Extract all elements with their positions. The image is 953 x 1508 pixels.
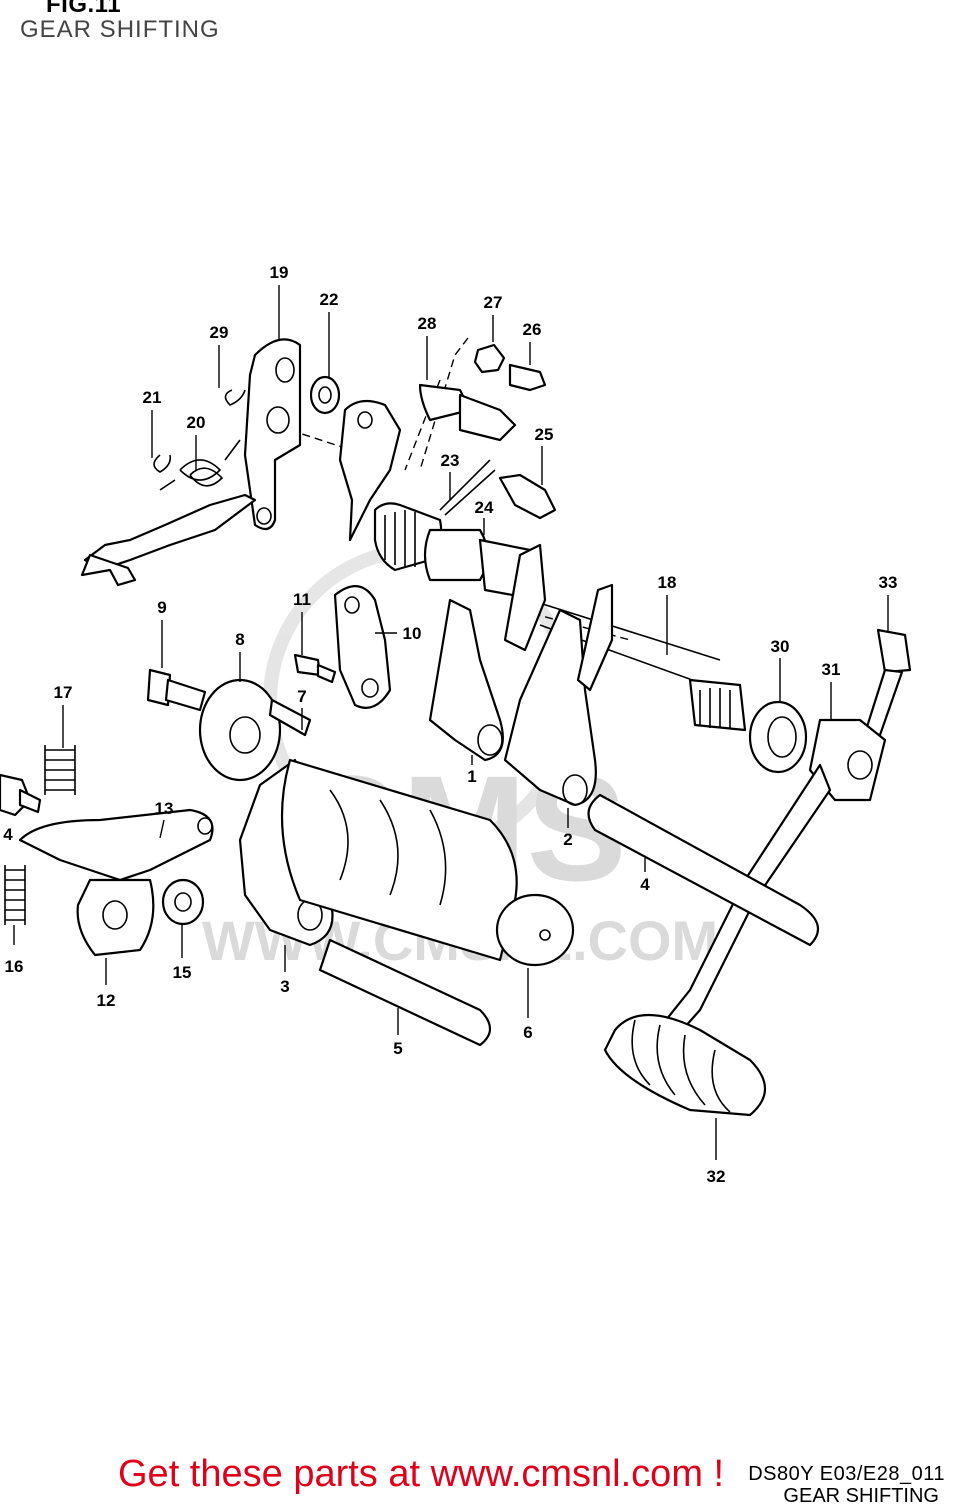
callout-19: 19	[270, 263, 289, 282]
callout-5: 5	[393, 1039, 402, 1058]
callout-30: 30	[771, 637, 790, 656]
part-27-nut	[473, 343, 506, 374]
callout-6: 6	[523, 1023, 532, 1042]
callout-3: 3	[280, 977, 289, 996]
model-subtitle: GEAR SHIFTING	[783, 1485, 939, 1507]
callout-18: 18	[658, 573, 677, 592]
callout-labels: 19 22 27 28 26 29 21 20 25 23 24 18 33 9…	[3, 263, 897, 1186]
part-11-pin	[293, 653, 337, 684]
part-25-bolt	[498, 473, 557, 520]
leader-lines	[13, 285, 889, 1160]
part-20-spring	[159, 439, 241, 491]
callout-20: 20	[187, 413, 206, 432]
callout-23: 23	[441, 451, 460, 470]
part-16-spring	[4, 865, 26, 925]
part-15-washer	[161, 878, 205, 926]
figure-number: FIG.11	[46, 0, 122, 18]
callout-22: 22	[320, 290, 339, 309]
callout-8: 8	[235, 630, 244, 649]
part-33-bolt	[864, 628, 912, 737]
callout-1: 1	[467, 767, 476, 786]
callout-10: 10	[403, 624, 422, 643]
callout-17: 17	[54, 683, 73, 702]
model-code: DS80Y E03/E28_011	[748, 1463, 945, 1485]
part-9-screw	[146, 668, 207, 712]
part-2-gearshift-fork	[503, 583, 614, 807]
callout-26: 26	[523, 320, 542, 339]
callout-27: 27	[484, 293, 503, 312]
part-21-clip	[153, 454, 172, 473]
callout-25: 25	[535, 425, 554, 444]
callout-13: 13	[155, 799, 174, 818]
part-26-bolt	[508, 363, 547, 392]
get-parts-link[interactable]: Get these parts at www.cmsnl.com !	[118, 1453, 725, 1496]
callout-24: 24	[475, 498, 494, 517]
callout-9: 9	[157, 598, 166, 617]
part-4-fork-shaft	[587, 793, 820, 947]
callout-11: 11	[293, 590, 311, 609]
callout-33: 33	[879, 573, 898, 592]
part-19-shift-arm	[80, 338, 302, 587]
part-28-stud-bolt	[418, 383, 517, 442]
callout-16: 16	[5, 957, 24, 976]
part-17-spring	[44, 745, 76, 795]
callout-4-right: 4	[640, 875, 650, 894]
callout-31: 31	[822, 660, 841, 679]
part-30-oil-seal	[748, 700, 808, 774]
part-5-fork-shaft	[318, 938, 492, 1047]
part-6-gearshift-cam	[280, 758, 575, 967]
part-29-clip	[224, 389, 246, 406]
part-10-cam-stopper-plate	[333, 585, 392, 709]
callout-12: 12	[97, 991, 116, 1010]
callout-29: 29	[210, 323, 229, 342]
figure-title: GEAR SHIFTING	[20, 16, 220, 43]
callout-2: 2	[563, 830, 572, 849]
callout-4-left: 4	[3, 825, 13, 844]
part-8-cam-guide	[198, 678, 282, 782]
part-13-cam-driven-gear-lever	[18, 808, 214, 882]
callout-21: 21	[143, 388, 162, 407]
callout-32: 32	[707, 1167, 726, 1186]
part-31-32-gearshift-lever	[603, 718, 887, 1117]
callout-28: 28	[418, 314, 437, 333]
part-14-bolt	[0, 773, 42, 817]
part-12-pawl-lifter	[76, 878, 155, 957]
part-22-washer	[309, 375, 341, 415]
part-1-gearshift-fork	[428, 543, 547, 762]
callout-7: 7	[297, 687, 306, 706]
part-7-pin	[268, 698, 312, 737]
callout-15: 15	[173, 963, 192, 982]
